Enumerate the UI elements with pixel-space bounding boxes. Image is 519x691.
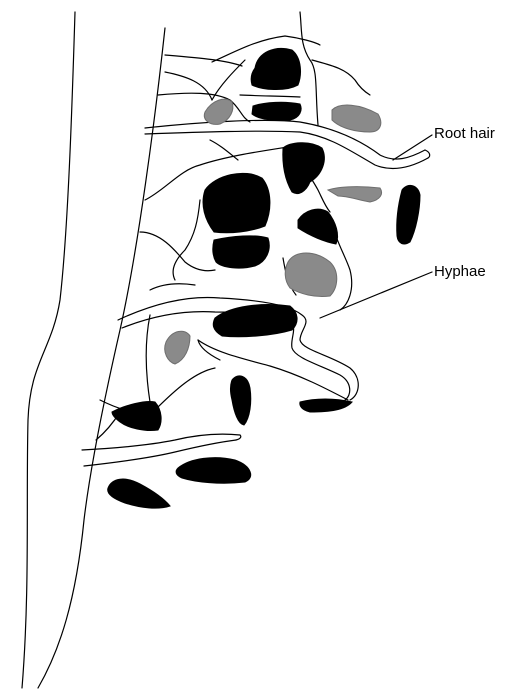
hypha-strand — [155, 368, 215, 410]
hypha-strand — [140, 232, 215, 271]
dark-particle — [298, 209, 338, 244]
dark-particle — [213, 236, 270, 268]
dark-particle — [108, 479, 170, 508]
hypha-strand — [240, 95, 300, 97]
grey-particle — [165, 331, 190, 364]
dark-particle — [176, 458, 251, 484]
root-outline-left — [22, 12, 75, 688]
root-hair-lower-top — [82, 434, 240, 450]
grey-particle — [204, 99, 233, 124]
dark-particle — [300, 399, 352, 412]
dark-particle — [231, 376, 251, 425]
grey-particle — [285, 253, 337, 297]
hypha-strand — [198, 340, 348, 400]
hypha-strand — [212, 60, 245, 100]
dark-particle — [112, 402, 161, 431]
root-hair-label: Root hair — [434, 125, 495, 142]
dark-particle — [213, 305, 297, 337]
hypha-strand — [158, 93, 250, 122]
dark-particle — [203, 173, 270, 232]
hypha-strand — [146, 315, 150, 402]
hypha-strand — [210, 140, 238, 160]
hypha-strand — [165, 55, 242, 66]
dark-particle — [252, 102, 301, 120]
hypha-strand — [150, 284, 195, 290]
root-hair-lower-tip — [236, 435, 241, 440]
dark-particle — [251, 48, 300, 89]
hypha-strand — [312, 60, 370, 95]
dark-particle — [397, 185, 420, 244]
dark-particle — [283, 143, 325, 194]
hypha-strand — [165, 72, 212, 100]
hypha-strand — [300, 12, 318, 125]
grey-particle — [328, 187, 382, 202]
grey-particle — [332, 105, 381, 132]
root-hair-upper-tip — [425, 150, 430, 158]
hyphae-label: Hyphae — [434, 263, 486, 280]
